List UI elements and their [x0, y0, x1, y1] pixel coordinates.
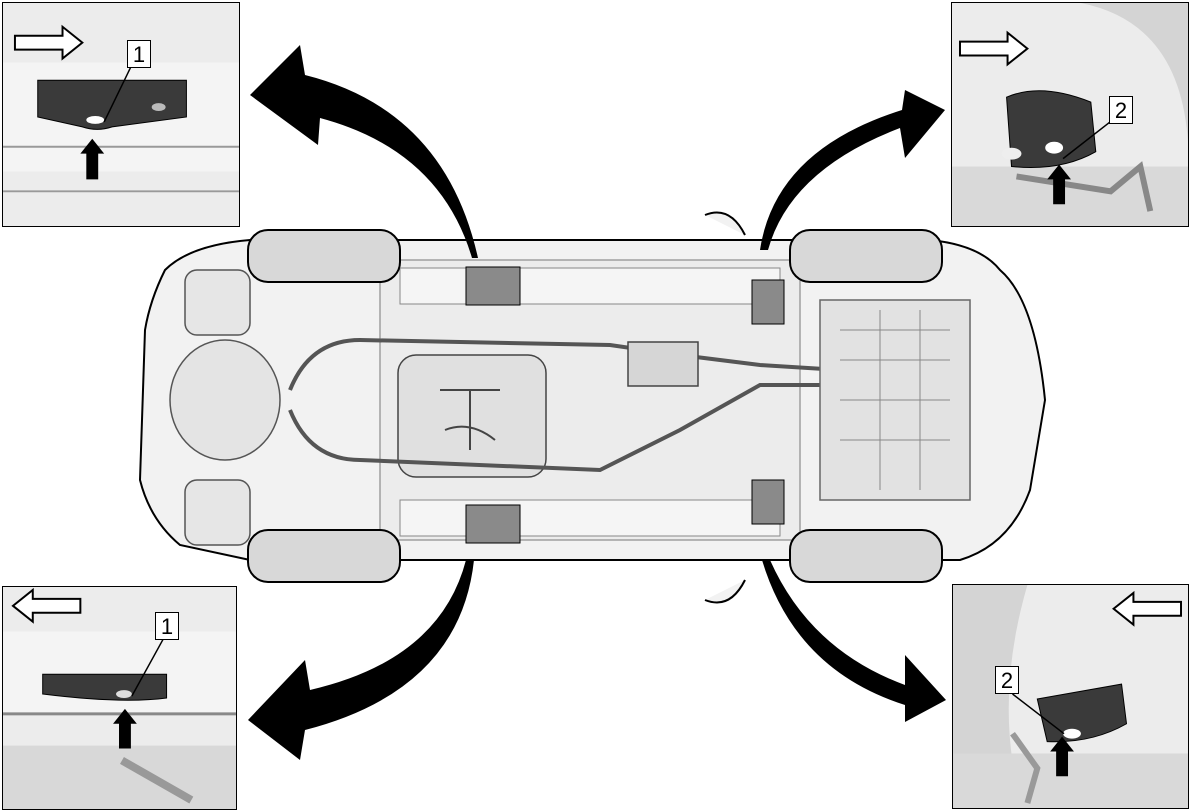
- inset-bottom-left-drawing: [3, 587, 236, 809]
- inset-bottom-left: 1: [2, 586, 237, 810]
- direction-arrow-tr: [958, 30, 1029, 67]
- mirror-top: [704, 211, 746, 236]
- curved-arrow-bottom-right: [762, 560, 946, 722]
- direction-arrow-br: [1112, 590, 1182, 627]
- jack-plate-2-br: [1036, 683, 1128, 743]
- exhaust-pipe-right: [288, 383, 840, 473]
- callout-label: 2: [1109, 96, 1133, 124]
- rear-pad-bottom: [184, 479, 251, 546]
- inset-top-right: 2: [951, 2, 1189, 227]
- side-rail-top: [399, 267, 781, 305]
- point-arrow-tr: [1047, 164, 1071, 205]
- jack-plate-1-bl: [42, 673, 168, 701]
- tire-rear-bottom: [247, 529, 401, 583]
- tire-front-bottom: [789, 529, 943, 583]
- jack-point-front-bottom: [751, 479, 785, 525]
- fuel-tank: [397, 354, 547, 478]
- inset-top-right-drawing: [952, 3, 1188, 226]
- mirror-bottom: [704, 579, 746, 604]
- point-arrow-bl: [113, 708, 137, 749]
- engine-detail: [840, 310, 950, 490]
- tire-rear-top: [247, 229, 401, 283]
- callout-label: 1: [155, 612, 179, 640]
- side-rail-bottom: [399, 499, 781, 537]
- spare-wheel-well: [169, 339, 281, 461]
- curved-arrow-top-left: [250, 45, 478, 258]
- inset-bottom-right-drawing: [953, 585, 1188, 808]
- jack-point-front-top: [751, 279, 785, 325]
- jack-point-rear-bottom: [465, 504, 521, 544]
- inset-top-left-drawing: [3, 3, 239, 226]
- inset-bottom-right: 2: [952, 584, 1189, 809]
- callout-label: 2: [995, 666, 1019, 694]
- direction-arrow-tl: [13, 24, 84, 61]
- fuel-tank-detail: [440, 389, 500, 450]
- muffler: [627, 341, 699, 387]
- rear-pad-top: [184, 269, 251, 336]
- direction-arrow-bl: [11, 587, 82, 624]
- point-arrow-br: [1050, 736, 1074, 777]
- jack-point-rear-top: [465, 266, 521, 306]
- inset-top-left: 1: [2, 2, 240, 227]
- jack-plate-2-tr: [1006, 90, 1097, 169]
- tire-front-top: [789, 229, 943, 283]
- callout-label: 1: [127, 40, 151, 68]
- curved-arrow-top-right: [760, 90, 945, 250]
- curved-arrow-bottom-left: [248, 560, 474, 760]
- point-arrow-tl: [80, 138, 105, 180]
